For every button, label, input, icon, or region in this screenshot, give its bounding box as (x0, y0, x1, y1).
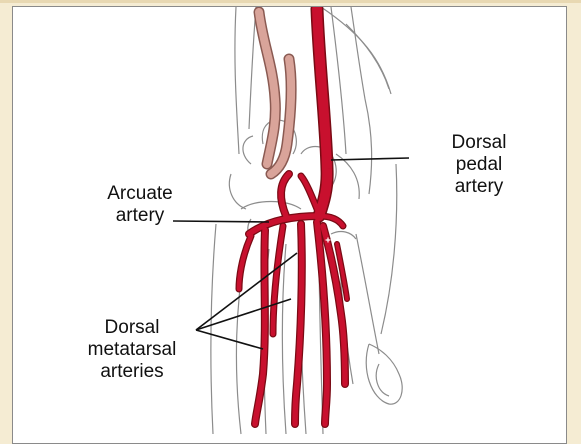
label-line: arteries (67, 361, 197, 383)
label-dorsal-metatarsal-arteries: Dorsal metatarsal arteries (67, 317, 197, 383)
leader-metatarsal-1 (196, 253, 297, 330)
label-dorsal-pedal-artery: Dorsal pedal artery (424, 132, 534, 198)
leader-lines (173, 158, 409, 349)
label-line: metatarsal (67, 339, 197, 361)
label-arcuate-artery: Arcuate artery (85, 183, 195, 227)
label-line: Dorsal (424, 132, 534, 154)
label-line: Dorsal (67, 317, 197, 339)
leader-metatarsal-3 (196, 330, 263, 349)
vein (259, 12, 291, 174)
label-line: pedal (424, 154, 534, 176)
illustration-panel: Dorsal pedal artery Arcuate artery Dorsa… (12, 6, 567, 444)
label-line: artery (424, 176, 534, 198)
label-line: Arcuate (85, 183, 195, 205)
label-line: artery (85, 205, 195, 227)
foot-bones-outline (211, 7, 402, 434)
